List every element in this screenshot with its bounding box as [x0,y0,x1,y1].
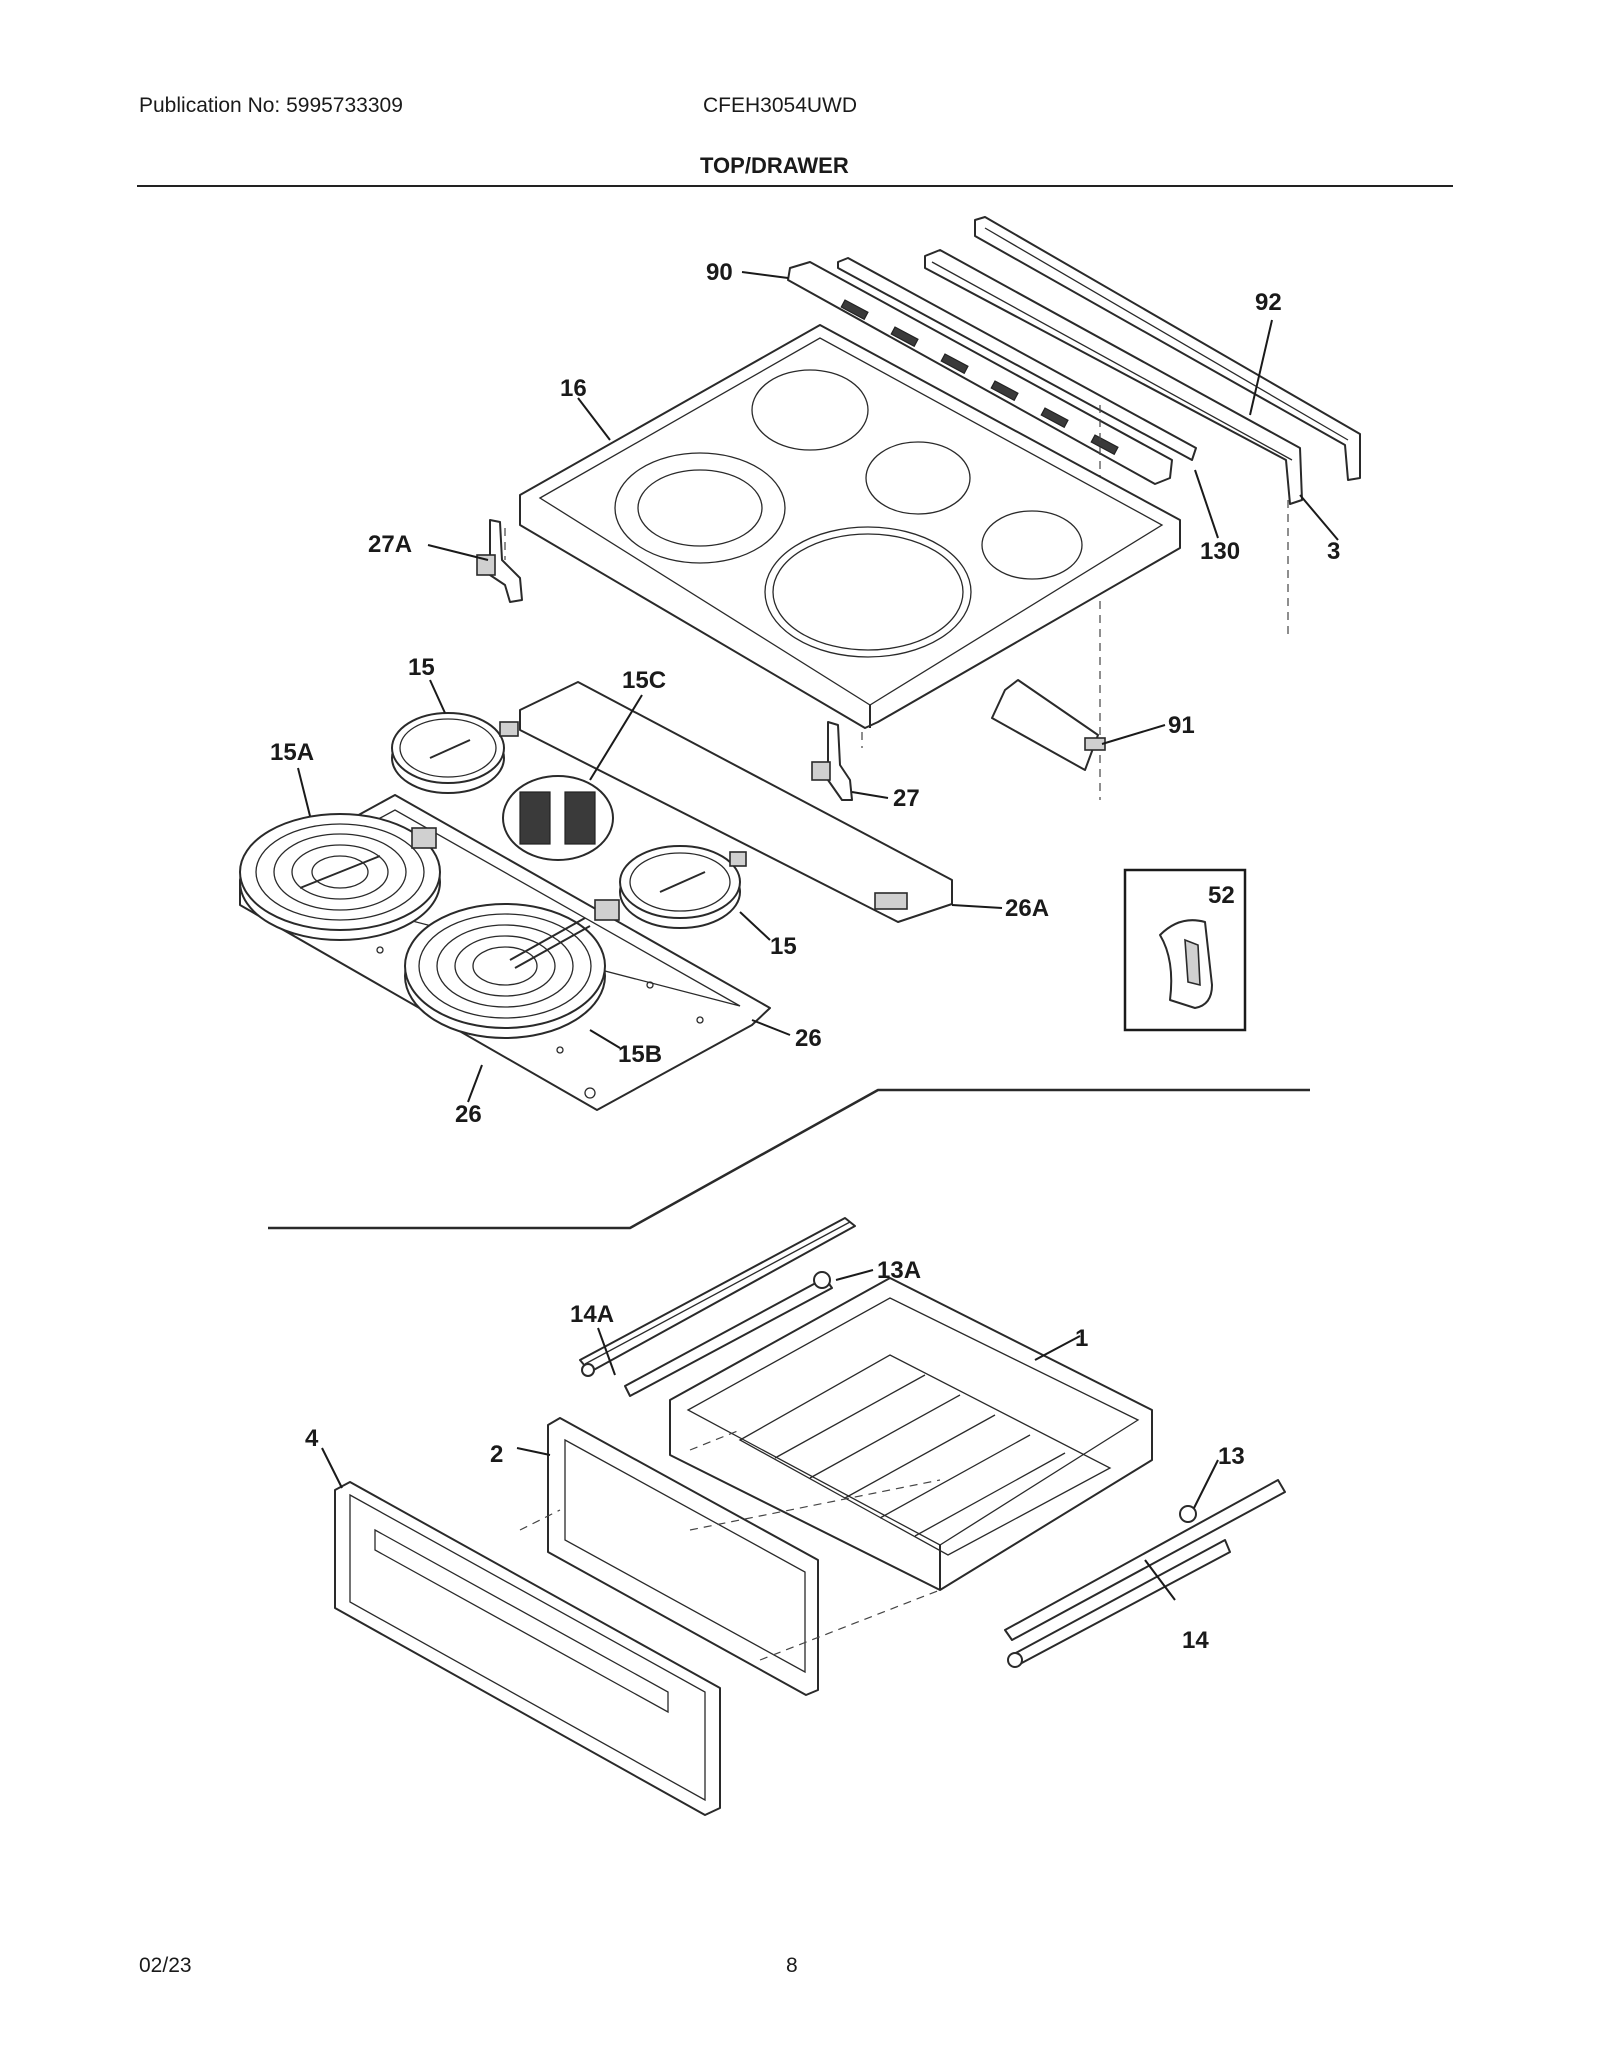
drawer-roller-part [1179,1505,1197,1523]
drawer-frame-part [547,1417,819,1696]
radiant-element-dual-part [502,775,614,861]
page-number: 8 [786,1954,798,1977]
backguard-frame-part [924,249,1303,505]
drawer-body-part [669,1277,1153,1591]
callout-52: 52 [1208,882,1235,909]
callout-leaders [297,271,1339,1601]
radiant-element-coil-part [404,899,620,1039]
callout-15c: 15C [622,667,666,694]
callout-15a: 15A [270,739,314,766]
callout-14: 14 [1182,1627,1209,1654]
callout-26-right: 26 [795,1025,822,1052]
element-support-bracket-part [519,681,953,923]
callout-3: 3 [1327,538,1340,565]
callout-15b: 15B [618,1041,662,1068]
cooktop-glass-part [519,324,1181,729]
header-rule [137,185,1453,187]
radiant-element-small-top-part [391,712,519,794]
hinge-cover-part [991,679,1106,771]
inset-part-box [1123,868,1247,1032]
callout-90: 90 [706,259,733,286]
radiant-element-small-middle-part [619,845,747,929]
section-divider-line [268,1088,1310,1230]
callout-15-middle: 15 [770,933,797,960]
callout-2: 2 [490,1441,503,1468]
radiant-element-large-part [239,813,441,941]
callout-13: 13 [1218,1443,1245,1470]
callout-13a: 13A [877,1257,921,1284]
section-title: TOP/DRAWER [700,153,849,178]
cooktop-bracket-left-part [476,519,523,603]
callout-27a: 27A [368,531,412,558]
callout-4: 4 [305,1425,319,1452]
cooktop-bracket-right-part [811,721,853,801]
callout-15-top: 15 [408,654,435,681]
footer-date: 02/23 [139,1954,192,1977]
callout-130: 130 [1200,538,1240,565]
callout-26-bottom: 26 [455,1101,482,1128]
drawer-rail-left-part [624,1271,833,1397]
model-number: CFEH3054UWD [703,94,858,117]
drawer-slide-left-part [579,1217,856,1377]
callout-92: 92 [1255,289,1282,316]
drawer-front-panel-part [334,1481,721,1816]
rear-rail-part [837,257,1197,461]
callout-14a: 14A [570,1301,614,1328]
callout-1: 1 [1075,1325,1088,1352]
backguard-bracket-part [974,216,1361,481]
publication-number: Publication No: 5995733309 [139,94,403,117]
rear-vent-trim-part [787,261,1173,485]
callout-27: 27 [893,785,920,812]
callout-16: 16 [560,375,587,402]
callout-26a: 26A [1005,895,1049,922]
callout-91: 91 [1168,712,1195,739]
